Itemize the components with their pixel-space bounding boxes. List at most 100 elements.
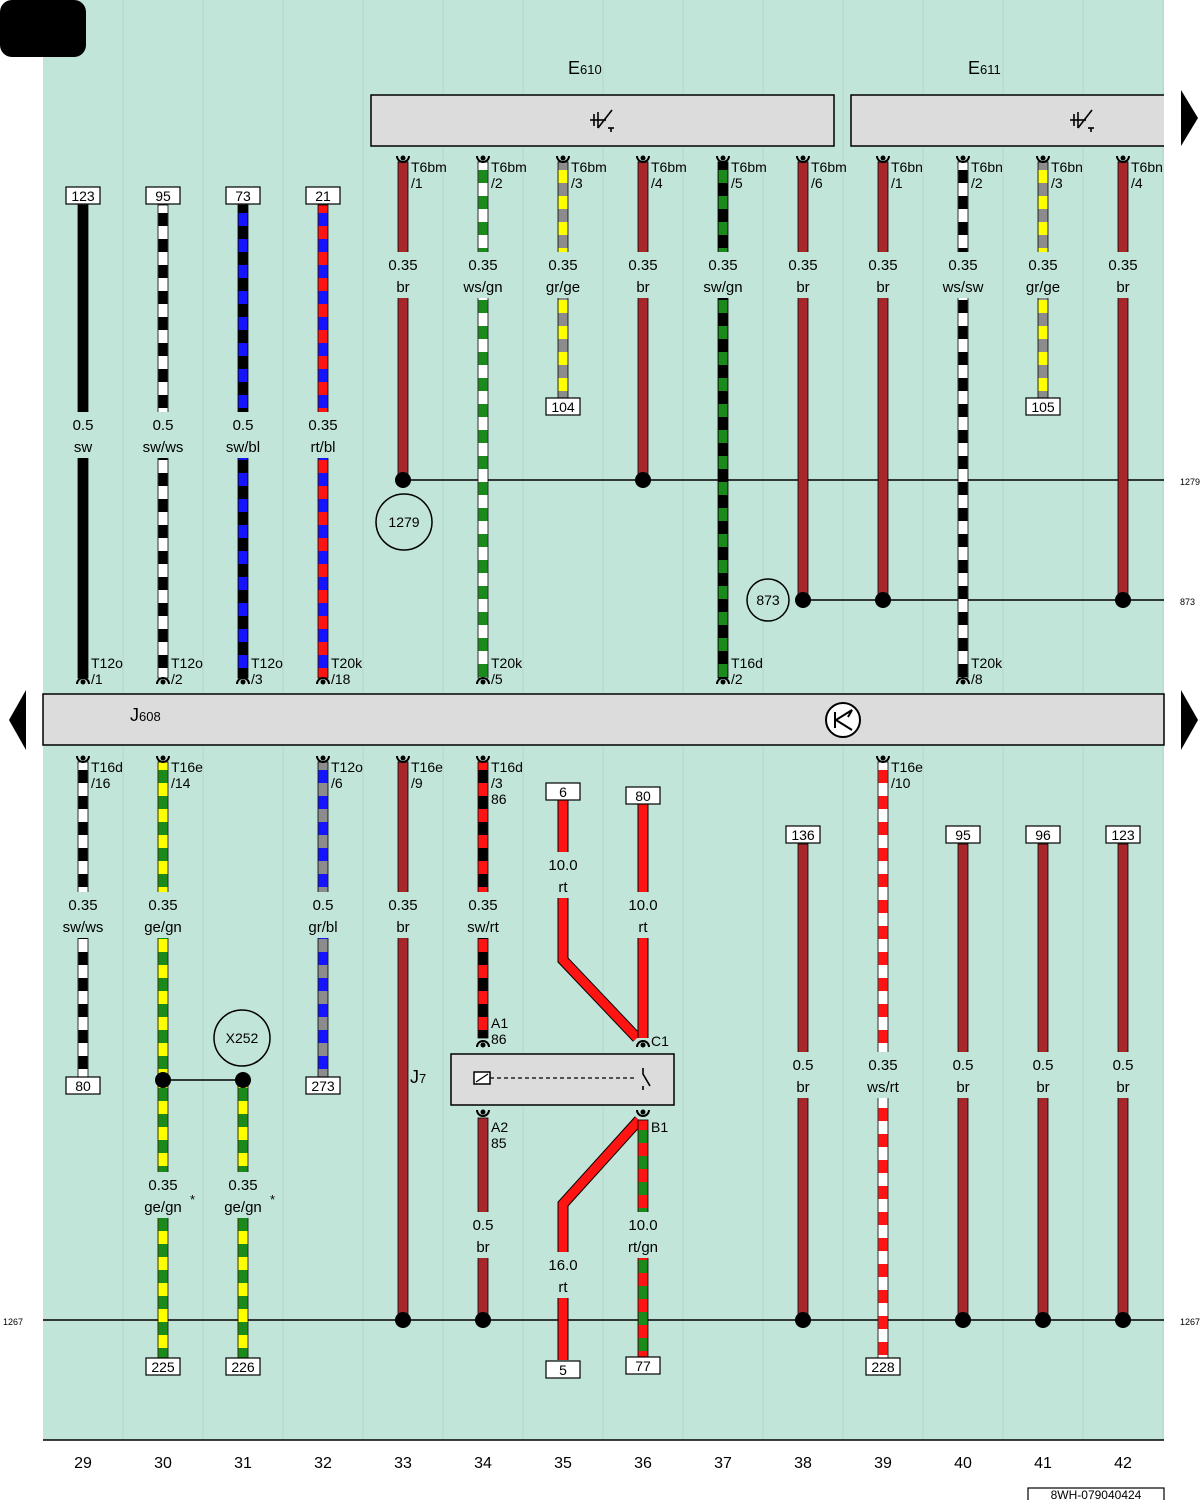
wire-stripe (158, 369, 168, 382)
connector-terminal (476, 1040, 490, 1048)
wire-color: ws/sw (942, 279, 984, 296)
wire-stripe (878, 1160, 888, 1173)
wire-stripe (238, 239, 248, 252)
connector-label: /5 (491, 671, 503, 687)
wire-stripe (158, 395, 168, 408)
wire-size: 0.5 (73, 417, 94, 434)
wire-stripe (958, 508, 968, 521)
connector-terminal (476, 677, 490, 685)
wire-size: 0.5 (793, 1057, 814, 1074)
connector-label: T20k (971, 655, 1003, 671)
wire-color: ws/gn (462, 279, 502, 296)
wire-stripe (878, 1342, 888, 1355)
wire-size: 0.35 (868, 257, 897, 274)
wire-stripe (158, 525, 168, 538)
switch-led-icon (1070, 109, 1094, 132)
wire-ref-top-box (305, 186, 341, 205)
wire-color: ge/gn (144, 1199, 182, 1216)
wire-size: 0.35 (868, 1057, 897, 1074)
wire-stripe (958, 638, 968, 651)
power-ref: 6 (559, 784, 567, 800)
arrow-left-icon[interactable] (9, 690, 26, 750)
connector-terminal (716, 155, 730, 163)
wire-color: br (1036, 1079, 1049, 1096)
connector-terminal (316, 755, 330, 763)
connector-terminal (956, 155, 970, 163)
arrow-right-icon[interactable] (1181, 690, 1198, 750)
wire-stripe (558, 378, 568, 391)
wire-stripe (958, 612, 968, 625)
wire-color: ge/gn (224, 1199, 262, 1216)
wire-segment (397, 761, 409, 1321)
wire-stripe (238, 499, 248, 512)
wire-label-bg (57, 412, 109, 458)
wire-stripe (718, 586, 728, 599)
wire-stripe (318, 1030, 328, 1043)
wire-ref-bottom: 228 (871, 1359, 895, 1375)
wire-label-bg (697, 252, 749, 298)
wire-size: 0.35 (548, 257, 577, 274)
wire-stripe (558, 300, 568, 313)
wire-stripe (318, 603, 328, 616)
connector-label: T6bm (651, 159, 687, 175)
wire-color: sw/rt (467, 919, 499, 936)
wire-stripe (478, 978, 488, 991)
wire-stripe (318, 265, 328, 278)
connection-x252-text: X252 (226, 1030, 259, 1046)
wire-stripe (318, 770, 328, 783)
ground-point-873-text: 873 (756, 592, 780, 608)
wire-size: 0.35 (1028, 257, 1057, 274)
wire-label-bg (857, 252, 909, 298)
connector-pin (80, 755, 86, 761)
connector-label: /2 (731, 671, 743, 687)
connector-label: T16e (411, 759, 443, 775)
wire-segment (397, 161, 409, 481)
wire-label-bg (377, 892, 429, 938)
connector-label: T6bn (1051, 159, 1083, 175)
wire-stripe (958, 300, 968, 313)
wire-stripe (318, 317, 328, 330)
document-code: 8WH-079040424 (1051, 1488, 1142, 1500)
wire-label-bg (137, 412, 189, 458)
junction-dot (1035, 1312, 1051, 1328)
wire-ref-top: 95 (955, 827, 971, 843)
wire-stripe (718, 638, 728, 651)
e611-switch (850, 94, 1164, 147)
connector-terminal (636, 1040, 650, 1048)
wire-stripe (158, 655, 168, 668)
wire-stripe (238, 1322, 248, 1335)
wire-stripe (478, 456, 488, 469)
wire-stripe (718, 378, 728, 391)
wire-stripe (158, 499, 168, 512)
wire-stripe (878, 1186, 888, 1199)
j608-label: J608 (130, 705, 161, 725)
wire-stripe (478, 378, 488, 391)
connector-label: /6 (811, 175, 823, 191)
connector-pin (320, 679, 326, 685)
wire-size: 0.35 (628, 257, 657, 274)
connector-label: T16e (171, 759, 203, 775)
wire-stripe (238, 577, 248, 590)
wire-stripe (478, 586, 488, 599)
junction-dot (1115, 1312, 1131, 1328)
connector-label: T6bm (491, 159, 527, 175)
ground-bus-lines (43, 479, 1164, 1321)
wire-color: rt (558, 879, 568, 896)
wire-stripe (238, 1218, 248, 1231)
connector-label: T12o (251, 655, 283, 671)
connector-pin (80, 679, 86, 685)
wire-stripe (318, 551, 328, 564)
wire-color: br (876, 279, 889, 296)
wire-stripe (478, 822, 488, 835)
connector-pin (160, 755, 166, 761)
connector-label: /18 (331, 671, 351, 687)
wire-size: 10.0 (628, 1217, 657, 1234)
wire-color: gr/ge (1026, 279, 1060, 296)
wire-ref-top-box (1025, 825, 1061, 844)
arrow-right-icon[interactable] (1181, 90, 1198, 146)
wire-stripe (478, 222, 488, 235)
wire-label-bg (857, 1052, 909, 1098)
wire-label-bg (297, 412, 349, 458)
wire-stripe (238, 291, 248, 304)
